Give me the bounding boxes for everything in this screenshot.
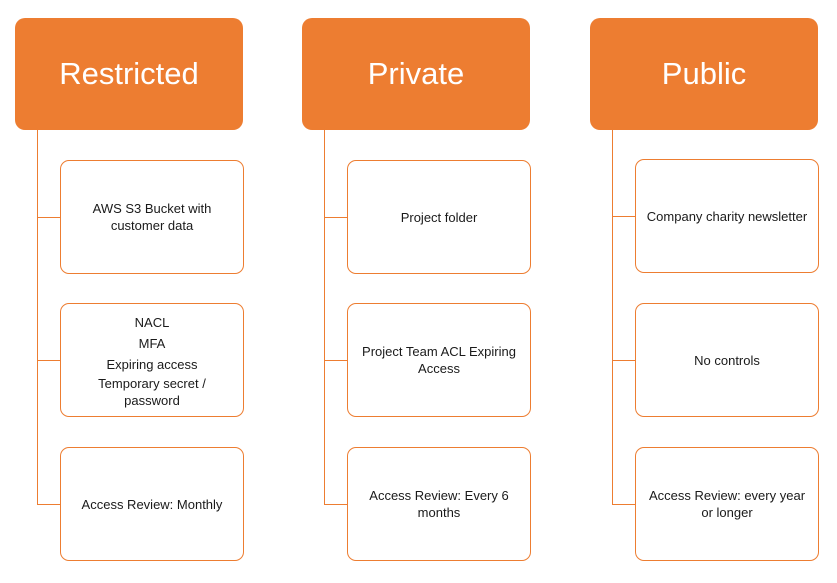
box-text-line: Company charity newsletter [646, 208, 808, 224]
connector-vertical [612, 130, 613, 504]
box-text-line: NACL [134, 314, 170, 330]
box-text-line: No controls [694, 352, 760, 368]
restricted-controls-box: NACL MFA Expiring access Temporary secre… [60, 303, 244, 417]
box-text-line: Access [418, 361, 460, 376]
box-text-line: AWS S3 Bucket with [92, 201, 212, 216]
private-controls-box: Project Team ACL Expiring Access [347, 303, 531, 417]
box-text-line: Expiring access [106, 356, 198, 372]
connector-branch [612, 216, 636, 217]
header-title: Restricted [59, 56, 199, 91]
box-text-line: Project Team ACL Expiring [362, 344, 516, 359]
box-text-line: customer data [110, 218, 194, 233]
connector-branch [324, 360, 348, 361]
box-text-line: or longer [701, 505, 753, 520]
box-text-line: MFA [138, 335, 166, 351]
box-text-line: Temporary secret / [98, 375, 206, 391]
header-title: Public [661, 56, 747, 91]
header-restricted: Restricted [15, 18, 243, 130]
box-text-line: Access Review: Every 6 [369, 488, 509, 503]
box-text-line: Access Review: every year [648, 488, 806, 503]
public-review-box: Access Review: every year or longer [635, 447, 819, 561]
box-text-line: Project folder [400, 209, 478, 225]
connector-branch [324, 504, 348, 505]
restricted-example-box: AWS S3 Bucket with customer data [60, 160, 244, 274]
box-text-line: password [124, 392, 180, 408]
header-private: Private [302, 18, 530, 130]
private-example-box: Project folder [347, 160, 531, 274]
public-example-box: Company charity newsletter [635, 159, 819, 273]
box-text-line: months [417, 505, 461, 520]
connector-branch [324, 217, 348, 218]
header-public: Public [590, 18, 818, 130]
public-controls-box: No controls [635, 303, 819, 417]
connector-branch [612, 360, 636, 361]
connector-branch [37, 504, 61, 505]
connector-branch [37, 217, 61, 218]
connector-vertical [37, 130, 38, 504]
private-review-box: Access Review: Every 6 months [347, 447, 531, 561]
connector-vertical [324, 130, 325, 504]
header-title: Private [367, 56, 465, 91]
restricted-review-box: Access Review: Monthly [60, 447, 244, 561]
connector-branch [612, 504, 636, 505]
connector-branch [37, 360, 61, 361]
box-text-line: Access Review: Monthly [81, 496, 223, 512]
